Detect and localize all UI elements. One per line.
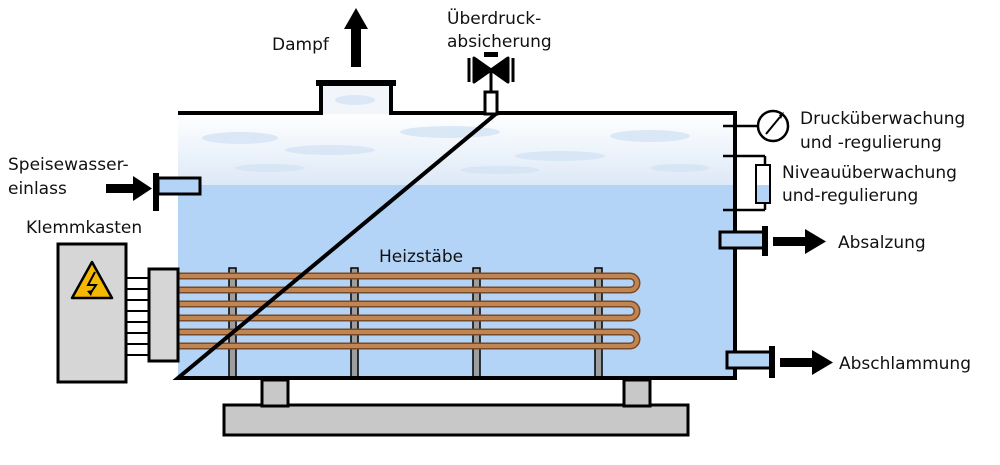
heater-support-3 bbox=[472, 267, 481, 379]
label-niveau-line2: und-regulierung bbox=[782, 186, 918, 206]
label-druck-line1: Drucküberwachung bbox=[800, 109, 965, 129]
label-niveau-line1: Niveauüberwachung bbox=[782, 163, 957, 183]
steam-dome-flange bbox=[316, 80, 396, 86]
blowdown-outlet bbox=[718, 226, 826, 256]
feedwater-inlet bbox=[106, 173, 202, 211]
support-foot-right bbox=[622, 378, 652, 408]
label-speisewasser-line2: einlass bbox=[8, 179, 67, 199]
sludge-outlet bbox=[725, 346, 833, 378]
label-dampf: Dampf bbox=[272, 35, 330, 55]
label-klemmkasten: Klemmkasten bbox=[26, 218, 142, 238]
terminal-wires bbox=[126, 277, 149, 356]
feedwater-arrow-head bbox=[133, 176, 152, 201]
blowdown-arrow-head bbox=[805, 229, 826, 254]
heating-rods bbox=[174, 272, 641, 350]
blowdown-arrow-shaft bbox=[773, 237, 807, 246]
heater-support-2 bbox=[350, 267, 359, 379]
heater-support-1 bbox=[228, 267, 237, 379]
label-absalzung: Absalzung bbox=[838, 233, 926, 253]
sludge-arrow-shaft bbox=[780, 358, 814, 367]
label-abschlammung: Abschlammung bbox=[839, 354, 971, 374]
sludge-arrow-head bbox=[812, 350, 833, 375]
label-speisewasser-line1: Speisewasser- bbox=[8, 155, 129, 175]
support-foot-left bbox=[260, 378, 290, 408]
terminal-box bbox=[56, 242, 180, 384]
label-druck-line2: und -regulierung bbox=[800, 133, 942, 153]
pressure-gauge-icon bbox=[723, 109, 790, 143]
safety-valve-icon bbox=[467, 52, 515, 116]
level-glass-water bbox=[757, 185, 769, 202]
label-ueberdruck-line2: absicherung bbox=[447, 32, 552, 52]
label-ueberdruck-line1: Überdruck- bbox=[447, 7, 541, 29]
base-plate bbox=[222, 403, 690, 437]
feedwater-arrow-shaft bbox=[106, 184, 136, 193]
label-heizstaebe: Heizstäbe bbox=[379, 247, 463, 267]
level-indicator bbox=[723, 154, 771, 212]
heater-support-4 bbox=[594, 267, 603, 379]
steam-outlet-arrow bbox=[344, 8, 368, 67]
high-voltage-warning-icon bbox=[70, 260, 114, 300]
